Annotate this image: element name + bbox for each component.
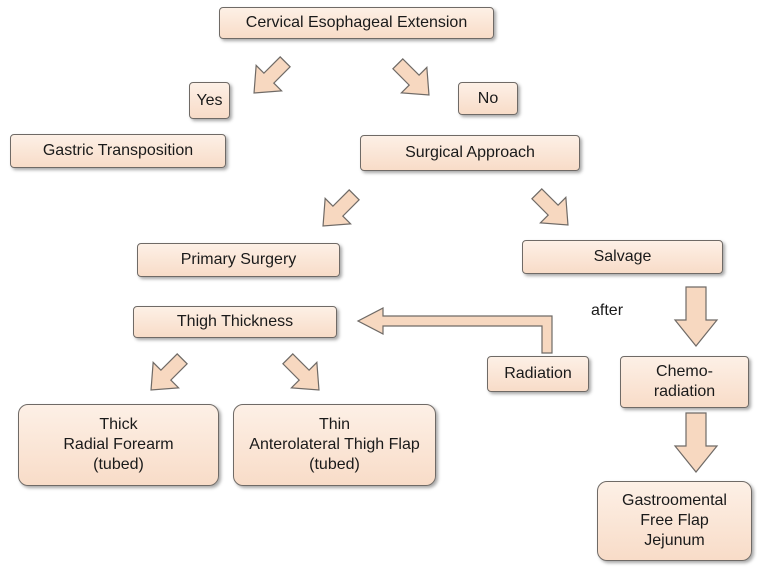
- node-primary-surgery: Primary Surgery: [137, 243, 340, 277]
- node-line: Chemo-: [656, 363, 713, 380]
- arrow-to-thin: [282, 353, 320, 391]
- node-label: Salvage: [593, 248, 652, 265]
- arrow-to-primary: [322, 189, 360, 227]
- node-line: Radial Forearm: [63, 436, 174, 453]
- node-lines: Thin Anterolateral Thigh Flap (tubed): [249, 415, 419, 475]
- node-chemo-radiation: Chemo- radiation: [620, 356, 749, 408]
- node-cervical-esophageal-extension: Cervical Esophageal Extension: [219, 7, 494, 39]
- node-label: Surgical Approach: [405, 144, 535, 161]
- node-line: Anterolateral Thigh Flap: [249, 436, 420, 453]
- node-label: Thigh Thickness: [176, 313, 294, 330]
- node-label: Yes: [196, 91, 223, 109]
- node-label: No: [477, 89, 499, 107]
- label-after: after: [591, 302, 624, 319]
- node-thin-anterolateral-thigh-flap: Thin Anterolateral Thigh Flap (tubed): [233, 404, 436, 486]
- node-gastroomental-free-flap-jejunum: Gastroomental Free Flap Jejunum: [597, 481, 752, 561]
- node-thigh-thickness: Thigh Thickness: [133, 306, 337, 338]
- node-line: Gastroomental: [622, 492, 727, 509]
- node-line: radiation: [653, 383, 716, 400]
- node-gastric-transposition: Gastric Transposition: [10, 134, 226, 168]
- arrow-to-gastro: [673, 412, 719, 473]
- node-salvage: Salvage: [522, 240, 723, 274]
- arrow-to-no: [392, 58, 430, 96]
- node-radiation: Radiation: [487, 356, 589, 392]
- node-yes: Yes: [189, 82, 230, 119]
- arrow-to-salvage: [531, 188, 569, 226]
- node-thick-radial-forearm: Thick Radial Forearm (tubed): [18, 404, 219, 486]
- arrow-to-thick: [150, 353, 188, 391]
- node-line: Free Flap: [640, 512, 709, 529]
- node-surgical-approach: Surgical Approach: [360, 135, 580, 171]
- node-label: Cervical Esophageal Extension: [245, 14, 468, 31]
- node-lines: Gastroomental Free Flap Jejunum: [622, 491, 727, 551]
- node-line: Thin: [318, 416, 351, 433]
- node-label: Gastric Transposition: [42, 142, 194, 159]
- node-line: Jejunum: [644, 532, 705, 549]
- arrow-radiation-to-thigh: [356, 307, 553, 354]
- node-line: (tubed): [93, 456, 144, 473]
- node-line: Thick: [99, 416, 138, 433]
- node-label: Primary Surgery: [180, 251, 297, 268]
- node-lines: Chemo- radiation: [654, 362, 715, 402]
- node-label: Radiation: [504, 365, 572, 382]
- arrow-to-yes: [253, 56, 291, 94]
- node-no: No: [458, 82, 518, 115]
- node-line: (tubed): [309, 456, 360, 473]
- node-lines: Thick Radial Forearm (tubed): [63, 415, 173, 475]
- arrow-to-chemo: [673, 286, 719, 347]
